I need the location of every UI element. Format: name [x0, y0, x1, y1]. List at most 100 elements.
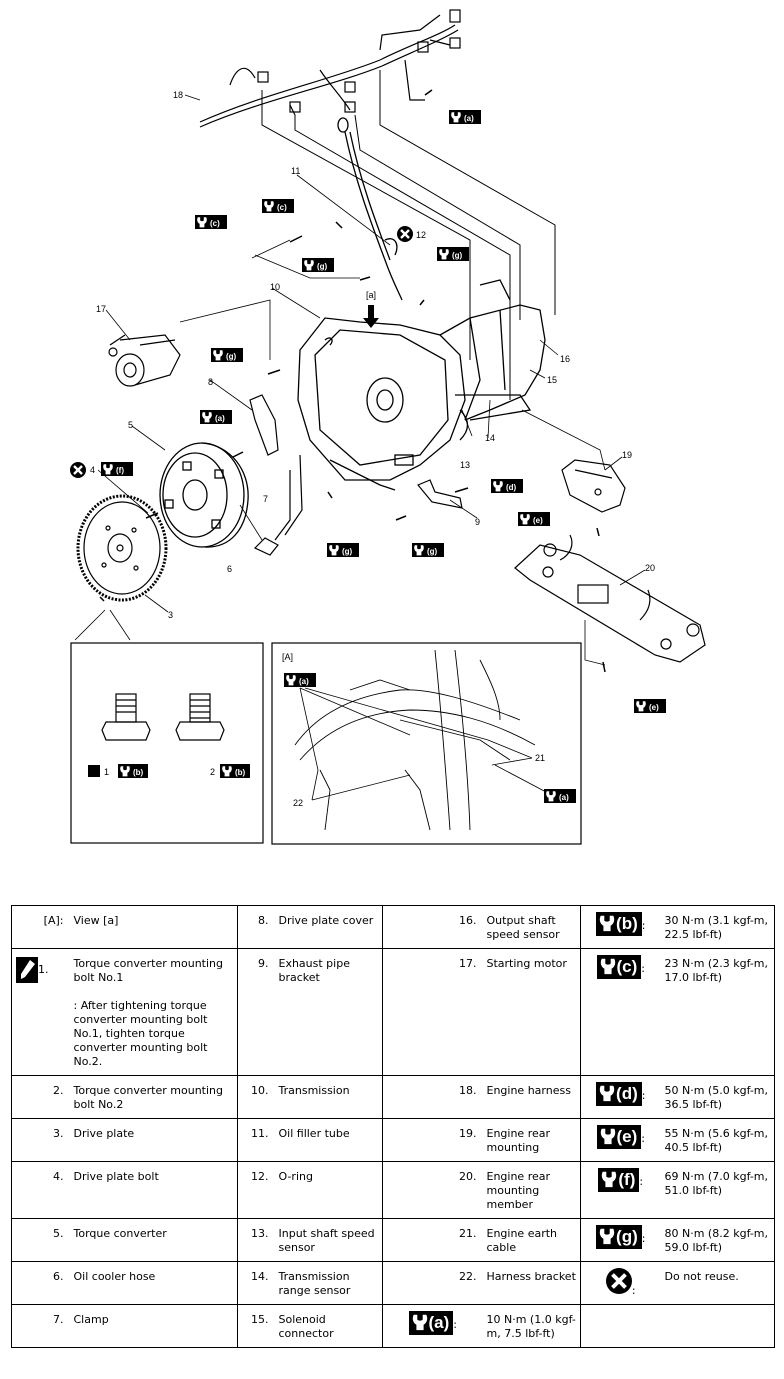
svg-text:(g): (g) — [427, 547, 438, 556]
legend-description: Oil filler tube — [278, 1127, 350, 1140]
legend-number: [A]: — [43, 914, 64, 927]
svg-text:17: 17 — [96, 304, 106, 314]
legend-number: 2. — [53, 1084, 64, 1097]
legend-description: Engine earth cable — [486, 1227, 558, 1254]
legend-number: 13. — [251, 1227, 269, 1240]
transmission — [297, 279, 546, 491]
engine-rear-mounting-member — [514, 534, 706, 663]
engine-harness — [199, 9, 461, 128]
wrench-torque-icon: (g) — [596, 1225, 642, 1249]
legend-description: 30 N·m (3.1 kgf-m, 22.5 lbf-ft) — [664, 914, 769, 941]
legend-description: Engine rear mounting member — [486, 1170, 551, 1211]
drive-plate-cover — [249, 394, 279, 456]
torque-converter — [159, 442, 249, 548]
svg-text:21: 21 — [535, 753, 545, 763]
wrench-torque-icon: (d) — [596, 1082, 642, 1106]
svg-text:22: 22 — [293, 798, 303, 808]
legend-description: Solenoid connector — [278, 1313, 334, 1340]
wrench-torque-icon: (b) — [596, 912, 642, 936]
svg-text:9: 9 — [475, 517, 480, 527]
torque-tags: (a) (c) (c) (g) (g) (g) (a) (f) (d) (e) … — [101, 110, 666, 713]
legend-number: 5. — [53, 1227, 64, 1240]
apply-icon — [88, 765, 100, 777]
legend-number: 12. — [251, 1170, 269, 1183]
svg-text:13: 13 — [460, 460, 470, 470]
exhaust-pipe-bracket — [417, 479, 463, 509]
svg-text:5: 5 — [128, 420, 133, 430]
view-arrow: [a] — [363, 290, 379, 328]
legend-description: O-ring — [278, 1170, 313, 1183]
svg-text:(g): (g) — [226, 352, 237, 361]
legend-description: Input shaft speed sensor — [278, 1227, 375, 1254]
svg-text:(c): (c) — [277, 203, 287, 212]
legend-description: Exhaust pipe bracket — [278, 957, 350, 984]
legend-number: 21. — [459, 1227, 477, 1240]
svg-text:[a]: [a] — [366, 290, 376, 300]
bolts — [99, 89, 606, 673]
legend-description: Transmission — [278, 1084, 350, 1097]
legend-description: 50 N·m (5.0 kgf-m, 36.5 lbf-ft) — [664, 1084, 769, 1111]
svg-text:15: 15 — [547, 375, 557, 385]
legend-number: 18. — [459, 1084, 477, 1097]
svg-text:20: 20 — [645, 563, 655, 573]
svg-text:10: 10 — [270, 282, 280, 292]
wrench-torque-icon: (e) — [596, 1125, 642, 1149]
svg-text:16: 16 — [560, 354, 570, 364]
svg-text:19: 19 — [622, 450, 632, 460]
legend-note: : After tightening torque converter moun… — [73, 999, 208, 1068]
legend-number: 4. — [53, 1170, 64, 1183]
wrench-torque-icon: (a) — [408, 1311, 454, 1335]
svg-text:4: 4 — [90, 465, 95, 475]
legend-description: Harness bracket — [486, 1270, 576, 1283]
wrench-torque-icon: (f) — [598, 1168, 640, 1192]
svg-text:(a): (a) — [559, 793, 569, 802]
svg-text:18: 18 — [173, 90, 183, 100]
legend-number: 14. — [251, 1270, 269, 1283]
svg-text:11: 11 — [291, 166, 300, 176]
legend-number: 22. — [459, 1270, 477, 1283]
svg-text:(c): (c) — [210, 219, 220, 228]
apply-icon — [16, 957, 38, 983]
legend-description: Torque converter mounting bolt No.1 — [73, 957, 224, 984]
legend-row: 1. Torque converter mounting bolt No.1 : A… — [11, 948, 775, 1076]
svg-text:(e): (e) — [649, 703, 659, 712]
svg-text:12: 12 — [416, 230, 426, 240]
legend-description: 80 N·m (8.2 kgf-m, 59.0 lbf-ft) — [664, 1227, 769, 1254]
legend-description: Clamp — [73, 1313, 109, 1326]
leader-lines — [74, 94, 646, 666]
legend-number: 7. — [53, 1313, 64, 1326]
engine-rear-mounting — [561, 459, 626, 513]
legend-number: 1. — [38, 963, 49, 976]
svg-text:14: 14 — [485, 433, 495, 443]
inset-view-a: [A] (a) (a) 22 21 — [271, 642, 582, 845]
drive-plate — [76, 494, 168, 602]
legend-number: 3. — [53, 1127, 64, 1140]
legend-description: Torque converter mounting bolt No.2 — [73, 1084, 224, 1111]
callout-numbers: 18 11 12 10 17 8 5 4 7 6 3 13 14 15 16 1… — [90, 90, 655, 620]
wrench-torque-icon: (c) — [596, 955, 642, 979]
legend-description: 69 N·m (7.0 kgf-m, 51.0 lbf-ft) — [664, 1170, 769, 1197]
legend-number: 8. — [258, 914, 269, 927]
legend-description: View [a] — [73, 914, 119, 927]
svg-text:(a): (a) — [215, 414, 225, 423]
oil-cooler-hose — [253, 454, 303, 556]
svg-text:(d): (d) — [506, 483, 517, 492]
legend-description: 55 N·m (5.6 kgf-m, 40.5 lbf-ft) — [664, 1127, 769, 1154]
exploded-diagram: [a] (a) (c) (c) (g) (g) (g) (a) (f) (d) … — [70, 9, 706, 845]
legend-description: Torque converter — [73, 1227, 167, 1240]
svg-text:(g): (g) — [342, 547, 353, 556]
legend-empty-cell — [580, 1304, 775, 1348]
svg-text:8: 8 — [208, 377, 213, 387]
legend-description: Starting motor — [486, 957, 567, 970]
legend-description: 10 N·m (1.0 kgf-m, 7.5 lbf-ft) — [486, 1313, 576, 1340]
harness-routing — [261, 70, 556, 400]
legend-description: Drive plate — [73, 1127, 135, 1140]
legend-number: 20. — [459, 1170, 477, 1183]
